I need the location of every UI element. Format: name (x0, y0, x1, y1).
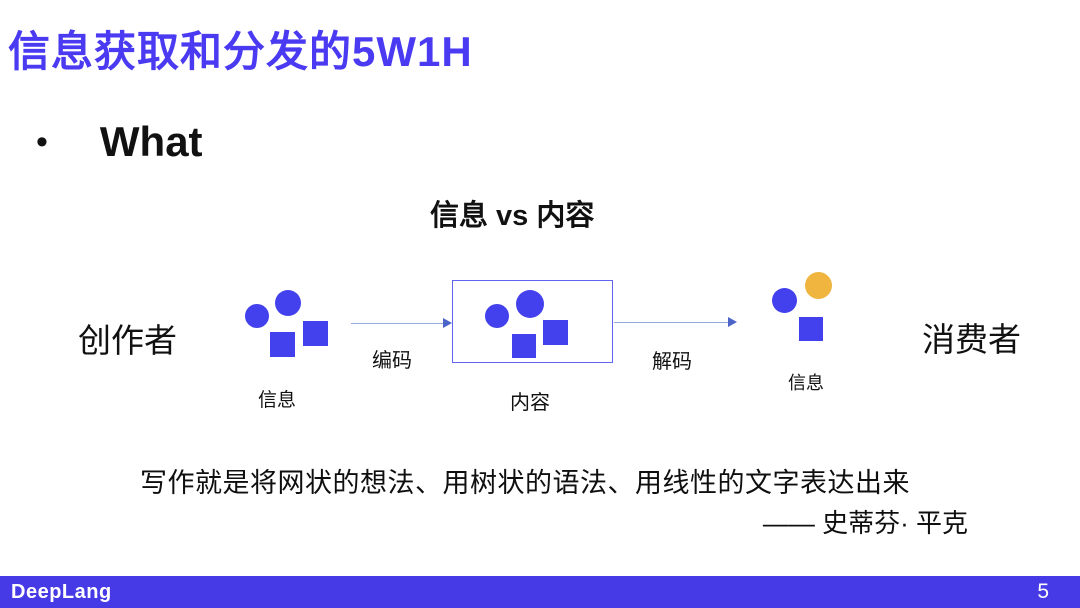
blue-circle-icon (245, 304, 269, 328)
encode-arrow (351, 318, 452, 328)
blue-circle-icon (485, 304, 509, 328)
encode-label: 编码 (372, 350, 412, 372)
bullet-label: What (99, 118, 203, 165)
blue-square-icon (799, 317, 823, 341)
blue-square-icon (270, 332, 295, 357)
quote-text: 写作就是将网状的想法、用树状的语法、用线性的文字表达出来 (140, 468, 910, 498)
diagram-heading: 信息 vs 内容 (430, 200, 595, 232)
yellow-circle-icon (805, 272, 832, 299)
blue-circle-icon (772, 288, 797, 313)
left-info-label: 信息 (258, 390, 297, 411)
slide-title: 信息获取和分发的5W1H (8, 28, 473, 75)
blue-square-icon (303, 321, 328, 346)
content-box-label: 内容 (510, 392, 550, 414)
arrow-head-icon (728, 317, 737, 327)
brand-logo: DeepLang (11, 580, 112, 603)
creator-label: 创作者 (78, 322, 177, 359)
content-box (452, 280, 613, 363)
page-number: 5 (1037, 580, 1049, 603)
arrow-line (351, 322, 444, 324)
bullet-marker: • (36, 123, 48, 161)
blue-circle-icon (275, 290, 301, 316)
right-info-label: 信息 (788, 373, 824, 393)
blue-square-icon (512, 334, 536, 358)
decode-arrow (614, 317, 737, 327)
arrow-head-icon (443, 318, 452, 328)
blue-square-icon (543, 320, 568, 345)
blue-circle-icon (516, 290, 544, 318)
arrow-line (614, 321, 729, 323)
decode-label: 解码 (652, 351, 692, 373)
footer-bar: DeepLang 5 (0, 576, 1080, 608)
quote-attribution: —— 史蒂芬· 平克 (762, 508, 968, 538)
bullet-item-what: • What (36, 118, 203, 166)
consumer-label: 消费者 (922, 321, 1021, 358)
